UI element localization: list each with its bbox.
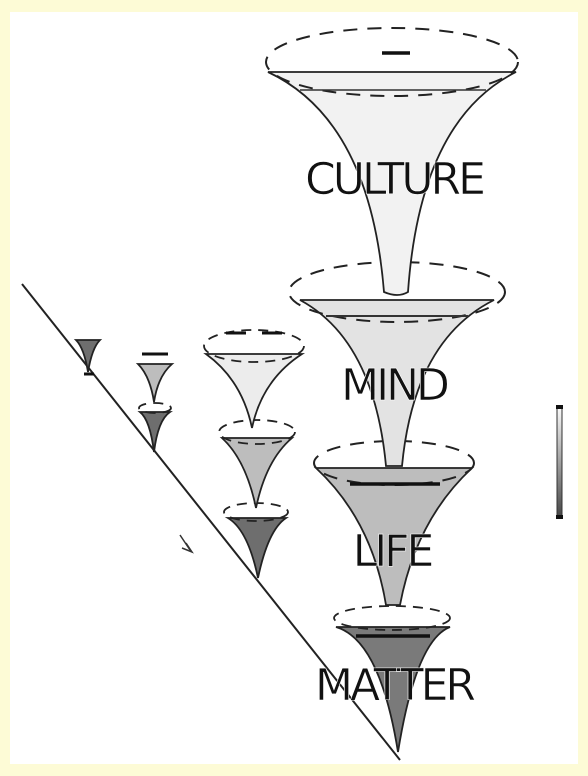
scale-bar <box>556 405 563 519</box>
label-matter: MATTER <box>315 660 475 711</box>
arrow-icon <box>180 535 192 552</box>
col2-cone-bottom <box>140 412 170 452</box>
label-culture: CULTURE <box>305 154 483 205</box>
label-mind: MIND <box>341 360 448 411</box>
col3-cone-top <box>206 354 302 428</box>
col3-cone-mid <box>222 438 292 508</box>
col2-cone-top <box>138 364 172 402</box>
col3-funnels <box>204 330 304 578</box>
label-life: LIFE <box>353 526 432 577</box>
col3-cone-bottom <box>228 518 286 578</box>
